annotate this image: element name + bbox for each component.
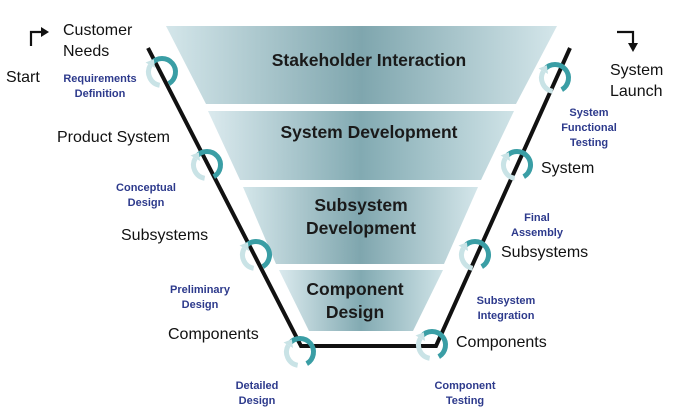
subsystem-integration-line1: Subsystem [477,295,536,307]
circular-arrow-icon [538,62,571,94]
right-system-label: System [541,160,594,177]
customer-needs-line2: Needs [63,43,109,60]
circular-arrow-icon [283,336,316,368]
left-level-labels: Start Customer Needs Product System Subs… [6,22,259,343]
band-label-system-dev: System Development [280,122,457,142]
band-label-subsystem-dev-line2: Development [306,218,416,238]
requirements-definition-line2: Definition [75,88,126,100]
right-turn-arrow-icon [29,27,49,46]
detailed-design-line2: Design [239,395,276,407]
left-components-label: Components [168,326,259,343]
circular-arrow-icon [500,149,533,181]
system-functional-testing-line3: Testing [570,137,608,149]
v-process-line [146,47,572,348]
detailed-design-line1: Detailed [236,380,279,392]
right-activity-labels: System Functional Testing Final Assembly… [434,107,616,407]
system-functional-testing-line1: System [569,107,608,119]
circular-arrow-icon [415,329,448,361]
preliminary-design-line1: Preliminary [170,284,231,296]
component-testing-line1: Component [434,380,495,392]
left-activity-labels: Requirements Definition Conceptual Desig… [63,73,278,407]
requirements-definition-line1: Requirements [63,73,136,85]
circular-arrow-icon [458,239,491,271]
component-testing-line2: Testing [446,395,484,407]
right-components-label: Components [456,334,547,351]
band-stakeholder-interaction [166,26,557,104]
customer-needs-line1: Customer [63,22,133,39]
circular-arrow-icon [239,239,272,271]
band-label-component-design-line1: Component [306,279,403,299]
right-subsystems-label: Subsystems [501,244,588,261]
final-assembly-line1: Final [524,212,550,224]
band-label-subsystem-dev-line1: Subsystem [314,195,407,215]
band-labels: Stakeholder Interaction System Developme… [272,50,467,322]
band-component-design [279,270,443,331]
product-system-label: Product System [57,129,170,146]
system-functional-testing-line2: Functional [561,122,617,134]
band-subsystem-development [243,187,478,264]
band-label-component-design-line2: Design [326,302,384,322]
conceptual-design-line1: Conceptual [116,182,176,194]
band-system-development [208,111,514,180]
preliminary-design-line2: Design [182,299,219,311]
left-subsystems-label: Subsystems [121,227,208,244]
right-level-labels: System Launch System Subsystems Componen… [456,62,663,351]
final-assembly-line2: Assembly [511,227,564,239]
system-launch-line2: Launch [610,83,663,100]
down-turn-arrow-icon [617,30,638,52]
circular-arrow-icon [145,56,178,88]
start-label: Start [6,69,40,86]
conceptual-design-line2: Design [128,197,165,209]
system-launch-line1: System [610,62,663,79]
funnel-bands [166,26,557,331]
band-label-stakeholder: Stakeholder Interaction [272,50,467,70]
subsystem-integration-line2: Integration [478,310,535,322]
circular-arrow-icon [190,149,223,181]
cycle-icons [145,56,571,368]
